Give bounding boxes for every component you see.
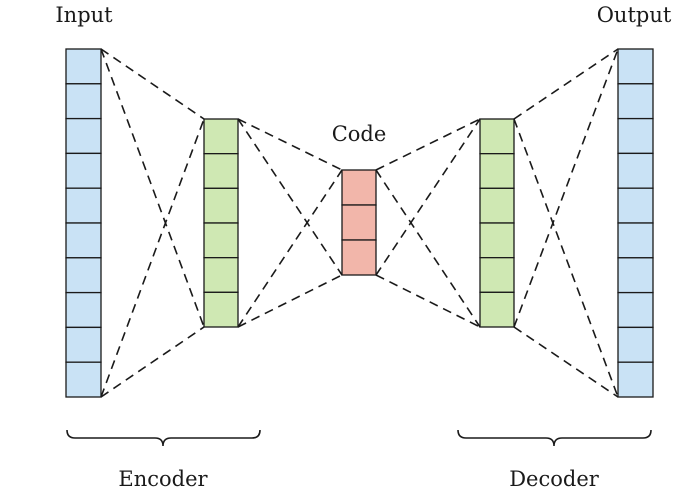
output-cell (617, 326, 654, 363)
decoder-brace (457, 429, 652, 447)
output-cell (617, 257, 654, 294)
input-cell (65, 152, 102, 189)
input-cell (65, 117, 102, 155)
connection-encoder-hidden-code-cross-down (237, 118, 343, 276)
connection-input-encoder-hidden-cross-down (100, 48, 205, 328)
connection-input-encoder-hidden-bottom (100, 326, 205, 398)
input-cell (65, 326, 102, 363)
decoder-hidden-cell (479, 222, 515, 259)
connection-decoder-hidden-output-cross-up (513, 48, 619, 328)
code-cell (341, 204, 377, 241)
encoder-label: Encoder (118, 467, 208, 491)
encoder-hidden-cell (203, 291, 239, 328)
decoder-hidden-cell (479, 153, 515, 189)
code-layer (341, 169, 377, 276)
encoder-hidden-layer (203, 118, 239, 328)
decoder-label: Decoder (509, 467, 600, 491)
connection-decoder-hidden-output-cross-down (513, 118, 619, 398)
output-cell (617, 152, 654, 189)
decoder-hidden-layer (479, 118, 515, 328)
connection-encoder-hidden-code-cross-up (237, 169, 343, 328)
decoder-hidden-cell (479, 187, 515, 224)
encoder-hidden-cell (203, 153, 239, 189)
connection-input-encoder-hidden-cross-up (100, 118, 205, 398)
output-cell (617, 222, 654, 259)
input-cell (65, 222, 102, 259)
connection-input-encoder-hidden-top (100, 48, 205, 120)
output-cell (617, 83, 654, 120)
connection-decoder-hidden-output-bottom (513, 326, 619, 398)
code-label: Code (332, 122, 387, 146)
encoder-hidden-cell (203, 222, 239, 259)
output-label: Output (597, 3, 672, 27)
input-label: Input (55, 3, 113, 27)
output-cell (617, 117, 654, 155)
decoder-hidden-cell (479, 291, 515, 328)
code-cell (341, 239, 377, 276)
connection-code-decoder-hidden-cross-down (375, 169, 481, 328)
output-layer (617, 48, 654, 398)
code-cell (341, 169, 377, 206)
connection-code-decoder-hidden-top (375, 118, 481, 171)
input-layer (65, 48, 102, 398)
input-cell (65, 361, 102, 398)
encoder-hidden-cell (203, 187, 239, 224)
encoder-brace (66, 429, 261, 447)
decoder-hidden-cell (479, 257, 515, 293)
connection-encoder-hidden-code-bottom (237, 274, 343, 328)
decoder-hidden-cell (479, 118, 515, 155)
connection-encoder-hidden-code-top (237, 118, 343, 171)
input-cell (65, 48, 102, 85)
input-cell (65, 257, 102, 294)
output-cell (617, 291, 654, 329)
connection-decoder-hidden-output-top (513, 48, 619, 120)
input-cell (65, 187, 102, 224)
connections (100, 48, 619, 398)
encoder-hidden-cell (203, 118, 239, 155)
output-cell (617, 187, 654, 224)
encoder-hidden-cell (203, 257, 239, 293)
output-cell (617, 48, 654, 85)
output-cell (617, 361, 654, 398)
connection-code-decoder-hidden-cross-up (375, 118, 481, 276)
connection-code-decoder-hidden-bottom (375, 274, 481, 328)
input-cell (65, 83, 102, 120)
layers (65, 48, 654, 398)
input-cell (65, 291, 102, 329)
